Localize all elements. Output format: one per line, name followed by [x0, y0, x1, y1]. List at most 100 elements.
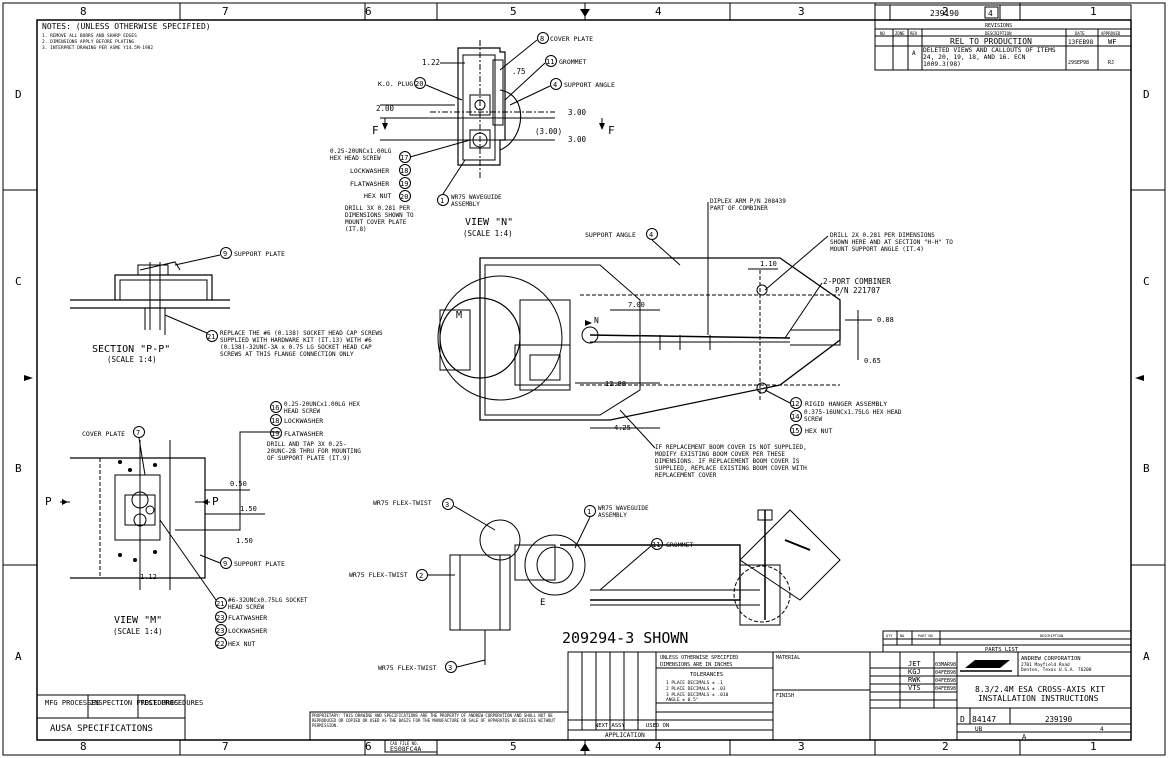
company-name: ANDREW CORPORATION [1021, 656, 1081, 662]
callout-16-text: 0.25-20UNCx1.00LG HEX HEAD SCREW [284, 401, 360, 415]
callout-4-support-angle: 4 SUPPORT ANGLE [509, 78, 615, 106]
zone-right-b: B [1143, 462, 1150, 475]
combiner-pn: P/N 221707 [835, 286, 880, 295]
dim-150-a: 1.50 [240, 505, 257, 513]
callout-14-text: 0.375-16UNCx1.75LG HEX HEAD SCREW [804, 409, 902, 423]
checked-by: KGJ [908, 668, 921, 676]
zone-bottom-6: 6 [365, 740, 372, 753]
note-drill-3x: DRILL 3X 0.281 PER DIMENSIONS SHOWN TO M… [345, 205, 414, 233]
rev-row2-desc: DELETED VIEWS AND CALLOUTS OF ITEMS 24, … [923, 47, 1056, 68]
center-arrows [24, 9, 1144, 751]
section-p-right: P [212, 495, 219, 508]
zone-labels-side: D C B A D C B A [15, 88, 1150, 663]
callout-17-text: 0.25-20UNCx1.00LG HEX HEAD SCREW [330, 148, 392, 162]
zone-top-2: 2 [942, 5, 949, 18]
callout-8-cover-plate: 8 COVER PLATE [499, 32, 593, 71]
callout-19-text: FLATWASHER [350, 180, 389, 188]
note-replace-boom: IF REPLACEMENT BOOM COVER IS NOT SUPPLIE… [655, 444, 807, 479]
callout-9-num-m: 9 [223, 560, 227, 568]
svg-text:4: 4 [553, 81, 557, 89]
svg-text:COVER PLATE: COVER PLATE [550, 35, 593, 43]
top-rev: 4 [988, 9, 993, 18]
dim-088: 0.88 [877, 316, 894, 324]
legal-notice: PROPRIETARY: THIS DRAWING AND SPECIFICAT… [312, 713, 556, 728]
dim-200: 2.00 [376, 104, 395, 113]
callout-11b-num: 11 [652, 541, 660, 549]
tol-line2: 2 PLACE DECIMALS ± .03 [666, 686, 726, 692]
note-1: 1. REMOVE ALL BURRS AND SHARP EDGES [42, 33, 137, 39]
view-n-marker: N [594, 316, 599, 325]
zone-bottom-3: 3 [798, 740, 805, 753]
shown-label: 209294-3 SHOWN [562, 629, 688, 647]
callout-18b-num: 18 [271, 417, 279, 425]
svg-text:20: 20 [415, 80, 423, 88]
zone-left-b: B [15, 462, 22, 475]
section-f-left: F [372, 124, 379, 137]
note-diplex-arm: DIPLEX ARM P/N 208439 PART OF COMBINER [710, 198, 786, 212]
zone-bottom-8: 8 [80, 740, 87, 753]
callout-23b-num: 23 [216, 627, 224, 635]
spec-mfg: MFG PROCESSES [45, 699, 100, 707]
zone-top-4: 4 [655, 5, 662, 18]
company-addr1: 2701 Mayfield Road [1021, 662, 1070, 668]
fscm-no: 84147 [972, 715, 996, 724]
callout-1-text: WR75 WAVEGUIDE ASSEMBLY [451, 194, 502, 208]
view-n-scale: (SCALE 1:4) [463, 229, 513, 238]
dim-300-b: (3.00) [535, 127, 562, 136]
cad-file-box: CAD FILE NO. ES08FC4A [384, 739, 438, 753]
rev-col-date: DATE [1075, 31, 1085, 36]
zone-bottom-5: 5 [510, 740, 517, 753]
title-block: QTY NO PART NO DESCRIPTION PARTS LIST JE… [869, 630, 1132, 741]
isometric-assembly-view: E WR75 FLEX-TWIST 3 WR75 FLEX-TWIST 2 WR… [349, 498, 841, 673]
boom-assembly-view: M N SUPPORT ANGLE 4 DIPLEX ARM P/N 20843… [437, 198, 953, 479]
section-p-p: SUPPORT PLATE 9 21 REPLACE THE #6 (0.138… [70, 247, 383, 364]
spec-test: TEST PROCEDURES [140, 699, 203, 707]
dim-112: 1.12 [140, 573, 157, 581]
section-p-scale: (SCALE 1:4) [107, 355, 157, 364]
application-label: APPLICATION [605, 732, 645, 739]
sheet-value: 4 [1100, 726, 1104, 733]
dim-300-c: 3.00 [568, 135, 587, 144]
callout-12-text: RIGID HANGER ASSEMBLY [805, 400, 887, 408]
tol-line4: ANGLE ± 0.5° [666, 697, 699, 703]
view-e-marker: E [540, 598, 545, 608]
view-m-scale: (SCALE 1:4) [113, 627, 163, 636]
rev-row1-appr: WF [1108, 38, 1116, 46]
andrew-logo-icon: ANDREW [960, 660, 1012, 672]
callout-9-num-p: 9 [223, 250, 227, 258]
zone-right-d: D [1143, 88, 1150, 101]
rev-col-rev: REV [910, 31, 918, 36]
zone-top-8: 8 [80, 5, 87, 18]
svg-text:GROMMET: GROMMET [559, 58, 586, 66]
callout-14-num: 14 [791, 413, 799, 421]
rev-col-desc: DESCRIPTION [985, 31, 1012, 36]
dim-150-b: 1.50 [236, 537, 253, 545]
callout-15-num: 15 [791, 427, 799, 435]
tolerances-block: UNLESS OTHERWISE SPECIFIED DIMENSIONS AR… [655, 651, 871, 741]
used-on: USED ON [646, 723, 669, 729]
callout-12-num: 12 [791, 400, 799, 408]
spec-inspection: INSPECTION PROCEDURES [90, 699, 179, 707]
svg-text:ANDREW: ANDREW [975, 662, 997, 669]
zone-top-6: 6 [365, 5, 372, 18]
parts-col-qty: QTY [886, 634, 893, 638]
dim-110: 1.10 [760, 260, 777, 268]
callout-20-num: 20 [400, 193, 408, 201]
zone-bottom-1: 1 [1090, 740, 1097, 753]
callout-7-text: COVER PLATE [82, 430, 125, 438]
rev-row2-rev: A [912, 50, 916, 57]
callout-21-text: REPLACE THE #6 (0.138) SOCKET HEAD CAP S… [220, 330, 383, 358]
view-n: F F 1.22 .75 2.00 3.00 (3.00) 3.00 8 COV… [330, 32, 615, 238]
callout-1b-num: 1 [587, 508, 591, 516]
scale-value: UB [975, 726, 983, 733]
application-block: NEXT ASSY USED ON APPLICATION [567, 651, 700, 741]
size-letter: D [960, 715, 965, 724]
spec-block: MFG PROCESSES INSPECTION PROCEDURES TEST… [36, 694, 203, 741]
tol-label: TOLERANCES [690, 672, 723, 678]
callout-18-num: 18 [400, 167, 408, 175]
note-drill-2x: DRILL 2X 0.281 PER DIMENSIONS SHOWN HERE… [830, 232, 953, 253]
section-p-left: P [45, 495, 52, 508]
view-m-marker: M [456, 310, 462, 321]
callout-19b-text: FLATWASHER [284, 430, 323, 438]
rev-row2-appr: RJ [1108, 60, 1114, 66]
